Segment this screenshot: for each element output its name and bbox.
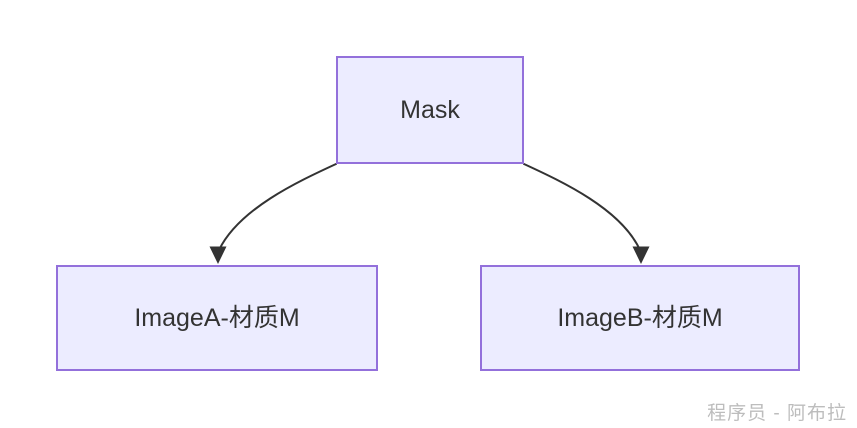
edge-mask-to-imageb <box>523 163 641 251</box>
node-mask-label: Mask <box>400 96 460 124</box>
node-imagea: ImageA-材质M <box>56 265 378 371</box>
node-imageb: ImageB-材质M <box>480 265 800 371</box>
arrowhead-imagea-icon <box>209 246 227 264</box>
edge-mask-to-imagea <box>218 163 337 251</box>
node-imagea-label: ImageA-材质M <box>134 304 300 332</box>
node-mask: Mask <box>336 56 524 164</box>
node-imageb-label: ImageB-材质M <box>557 304 723 332</box>
watermark-text: 程序员 - 阿布拉 <box>707 403 847 424</box>
arrowhead-imageb-icon <box>632 246 650 264</box>
